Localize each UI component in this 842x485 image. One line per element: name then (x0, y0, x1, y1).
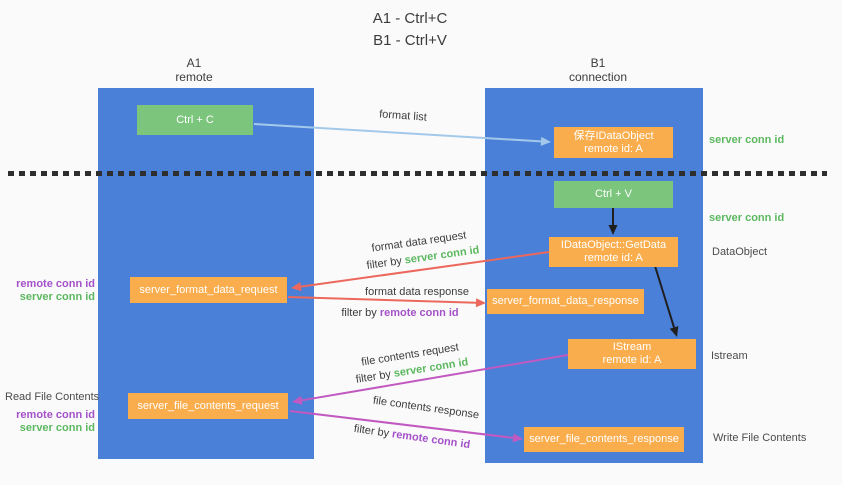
istream-node: IStream remote id: A (568, 339, 696, 369)
filter-by-text: filter by (354, 368, 392, 386)
ctrl-c-label: Ctrl + C (176, 113, 214, 126)
format-data-response-label: format data response (365, 286, 469, 298)
server-file-contents-response-node: server_file_contents_response (524, 427, 684, 452)
istream-label: Istream (711, 350, 748, 362)
remote-conn-id-label: remote conn id (16, 278, 95, 290)
file-contents-response-label: file contents response (372, 394, 480, 422)
remote-conn-id-text: remote conn id (379, 307, 459, 319)
remote-conn-id-label: remote conn id (16, 409, 95, 421)
server-conn-id-label: server conn id (19, 422, 95, 434)
server-format-data-response-label: server_format_data_response (492, 295, 639, 307)
read-file-contents-label: Read File Contents (5, 391, 100, 403)
lane-a-name: A1 (186, 56, 202, 70)
ctrl-v-node: Ctrl + V (554, 181, 673, 208)
lane-b-subtitle: connection (568, 70, 628, 84)
file-contents-response-filter-label: filter byremote conn id (353, 423, 471, 451)
write-file-contents-label: Write File Contents (713, 432, 807, 444)
ctrl-v-label: Ctrl + V (595, 188, 632, 200)
idataobject-getdata-subtitle: remote id: A (584, 252, 643, 264)
filter-by-text: filter by (353, 422, 390, 440)
filter-by-text: filter by (341, 307, 377, 319)
server-conn-id-top-label: server conn id (709, 134, 785, 146)
save-idataobject-title: 保存IDataObject (573, 129, 654, 142)
file-conn-ids-left: remote conn id server conn id (5, 409, 95, 435)
cut-divider-line (8, 171, 827, 176)
server-file-contents-request-label: server_file_contents_request (137, 399, 279, 412)
lane-b-header: B1 connection (538, 56, 658, 84)
istream-subtitle: remote id: A (602, 354, 662, 366)
ctrl-c-node: Ctrl + C (137, 105, 253, 135)
format-conn-ids-left: remote conn id server conn id (5, 278, 95, 304)
diagram-title: A1 - Ctrl+C B1 - Ctrl+V (300, 8, 520, 52)
server-conn-id-label: server conn id (19, 291, 95, 303)
remote-conn-id-text: remote conn id (391, 428, 471, 452)
server-file-contents-response-label: server_file_contents_response (529, 433, 679, 445)
save-idataobject-subtitle: remote id: A (584, 142, 643, 155)
server-format-data-request-node: server_format_data_request (130, 277, 287, 303)
istream-title: IStream (612, 341, 652, 353)
filter-by-text: filter by (365, 255, 403, 272)
idataobject-getdata-node: IDataObject::GetData remote id: A (549, 237, 678, 267)
server-format-data-request-label: server_format_data_request (139, 283, 278, 296)
server-file-contents-request-node: server_file_contents_request (128, 393, 288, 419)
save-idataobject-node: 保存IDataObject remote id: A (554, 127, 673, 158)
lane-a-header: A1 remote (134, 56, 254, 84)
lane-a-subtitle: remote (175, 70, 213, 84)
server-conn-id-mid-label: server conn id (709, 212, 785, 224)
title-line-1: A1 - Ctrl+C (372, 10, 448, 27)
dataobject-label: DataObject (712, 246, 768, 258)
format-list-label: format list (378, 108, 428, 124)
server-format-data-response-node: server_format_data_response (487, 289, 644, 314)
title-line-2: B1 - Ctrl+V (373, 32, 447, 49)
lane-b-name: B1 (590, 56, 606, 70)
idataobject-getdata-title: IDataObject::GetData (560, 239, 667, 251)
